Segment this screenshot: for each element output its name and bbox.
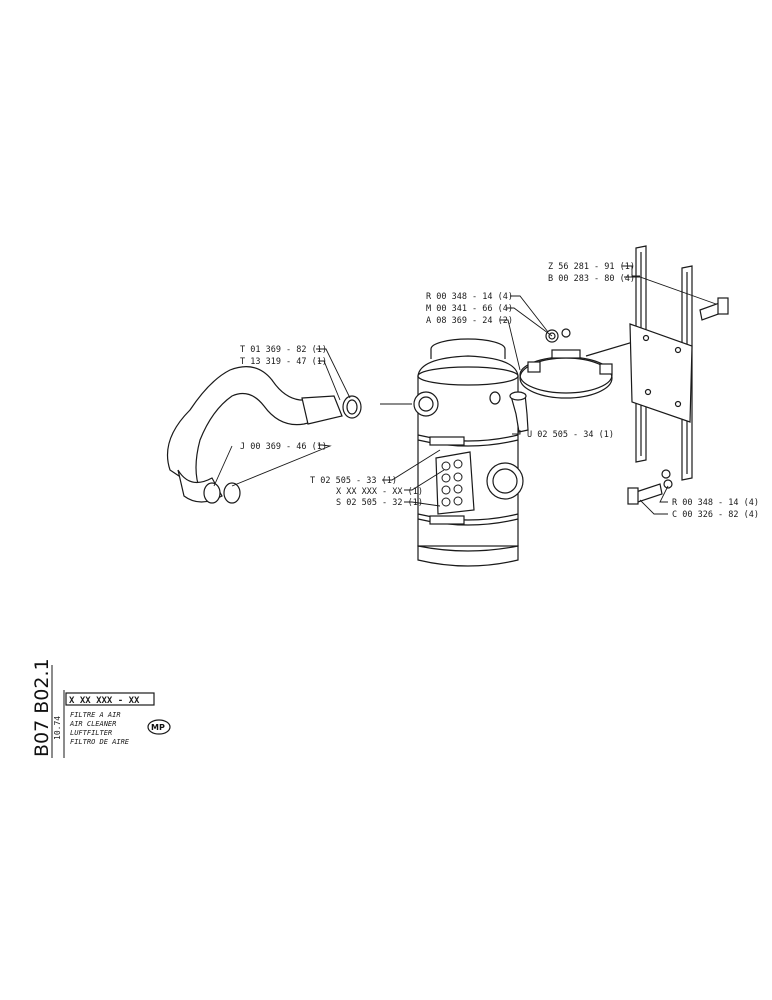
dust-valve [509,391,529,433]
label-c00326: C 00 326 - 82 (4) [672,510,759,520]
label-t01369: T 01 369 - 82 (1) [240,345,327,355]
label-t02505: T 02 505 - 33 (1) [310,476,397,486]
revision-date: 10.74 [53,716,62,740]
leader-lines [213,265,717,515]
name-english: AIR CLEANER [69,720,116,728]
name-spanish: FILTRO DE AIRE [70,738,130,746]
label-t13319: T 13 319 - 47 (1) [240,357,327,367]
intake-hose [166,366,362,504]
name-german: LUFTFILTER [70,729,112,737]
mounting-bracket [627,245,729,505]
label-s02505: S 02 505 - 32 (1) [336,498,423,508]
label-xxxxxx: X XX XXX - XX (1) [336,487,423,497]
label-z56281: Z 56 281 - 91 (1) [548,262,635,272]
part-code: X XX XXX - XX [69,696,140,706]
title-block: B07 B02.1 10.74 X XX XXX - XX FILTRE A A… [31,658,171,758]
label-b00283: B 00 283 - 80 (4) [548,274,635,284]
label-r00348-bottom: R 00 348 - 14 (4) [672,498,759,508]
air-cleaner-body [413,338,524,567]
mp-badge [147,719,171,735]
label-u02505: U 02 505 - 34 (1) [527,430,614,440]
name-french: FILTRE A AIR [70,711,121,719]
mp-badge-label: MP [151,723,165,732]
label-m00341: M 00 341 - 66 (4) [426,304,513,314]
mounting-band [519,328,641,399]
label-j00369: J 00 369 - 46 (1) [240,442,327,452]
label-a08369: A 08 369 - 24 (2) [426,316,513,326]
label-r00348-top: R 00 348 - 14 (4) [426,292,513,302]
sheet-reference: B07 B02.1 [31,658,53,757]
